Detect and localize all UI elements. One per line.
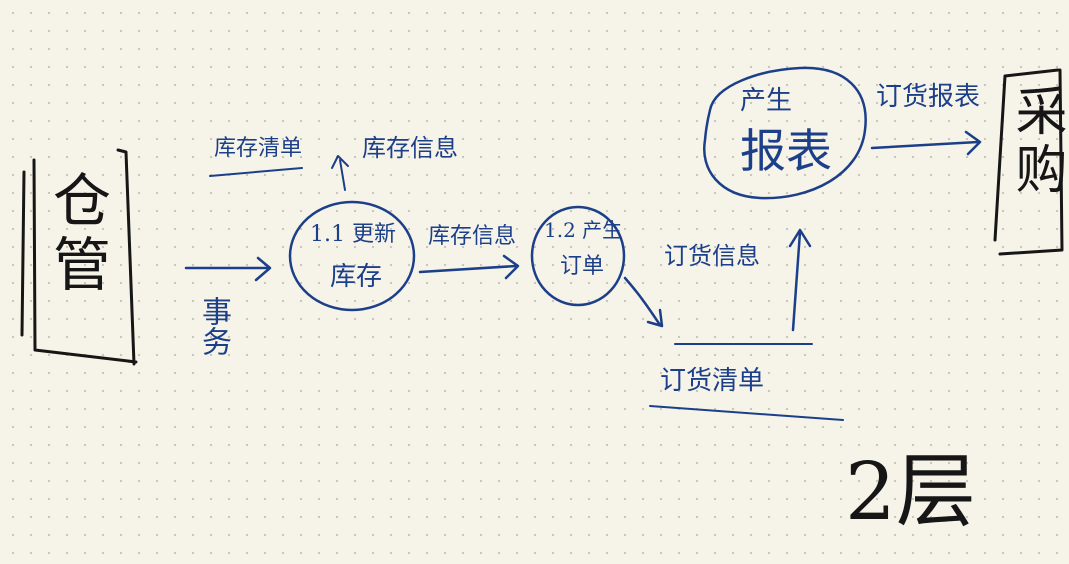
process-1-1-label-line2: 库存 (330, 262, 383, 292)
flow-inventory-info-mid-label: 库存信息 (428, 224, 517, 249)
process-1-1-circle (288, 200, 416, 312)
process-report-blob (703, 66, 867, 200)
purchasing-entity-label: 采购 (1006, 84, 1066, 200)
flow-arrow-order-list-up (788, 228, 812, 332)
flow-order-report-label: 订货报表 (876, 82, 981, 112)
warehouse-entity-label: 仓管 (43, 170, 111, 298)
flow-arrow-order-report (870, 130, 982, 156)
store-order-list-label: 订货清单 (660, 366, 765, 396)
store-inventory-list-label: 库存清单 (214, 136, 303, 161)
warehouse-entity-box (20, 148, 138, 366)
order-list-bottom-line (649, 405, 844, 421)
flow-arrow-order-info (623, 276, 664, 328)
flow-arrow-inventory-read (331, 155, 349, 191)
level-label: 2层 (845, 445, 976, 538)
flow-arrow-transaction (184, 256, 272, 282)
process-report-label-line1: 产生 (740, 86, 793, 116)
process-report-label-line2: 报表 (740, 124, 832, 178)
process-1-1-label-line1: 1.1 更新 (310, 222, 396, 247)
process-1-2-label-line1: 1.2 产生 (544, 218, 623, 242)
inventory-list-underline (209, 167, 303, 177)
process-1-2-circle (530, 205, 626, 307)
flow-order-info-label: 订货信息 (664, 242, 760, 270)
flow-inventory-info-top-label: 库存信息 (362, 134, 458, 162)
flow-arrow-inventory-info (418, 254, 520, 280)
flow-transaction-label: 事务 (196, 296, 231, 356)
process-1-2-label-line2: 订单 (560, 254, 605, 279)
purchasing-entity-box (993, 68, 1064, 256)
